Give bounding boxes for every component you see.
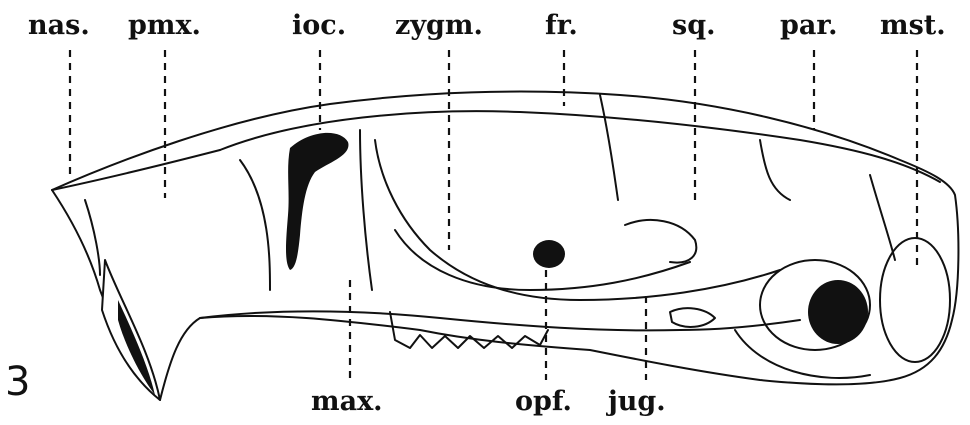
suture-4: [760, 140, 790, 200]
suture-1: [240, 160, 270, 290]
squamosal-ridge: [625, 220, 696, 263]
label-zygomatic: zygm.: [395, 12, 483, 39]
premaxilla-edge: [85, 200, 100, 275]
label-maxilla: max.: [311, 388, 383, 415]
label-jugal: jug.: [608, 388, 666, 415]
jugal-process: [670, 308, 715, 327]
label-infraorbital-canal: ioc.: [292, 12, 346, 39]
label-parietal: par.: [780, 12, 838, 39]
mastoid-process: [880, 238, 950, 362]
label-nasal: nas.: [28, 12, 90, 39]
skull-outline: [52, 92, 958, 400]
zygomatic-arch: [375, 140, 780, 300]
figure-number: 3: [5, 362, 30, 402]
suture-3: [600, 95, 618, 200]
label-squamosal: sq.: [672, 12, 715, 39]
label-optic-foramen: opf.: [515, 388, 572, 415]
label-frontal: fr.: [545, 12, 578, 39]
infraorbital-canal: [286, 133, 348, 270]
suture-5: [870, 175, 895, 260]
bulla-dark: [808, 280, 868, 344]
label-mastoid: mst.: [880, 12, 946, 39]
label-premaxilla: pmx.: [128, 12, 201, 39]
optic-foramen: [533, 240, 565, 268]
suture-2: [360, 130, 372, 290]
